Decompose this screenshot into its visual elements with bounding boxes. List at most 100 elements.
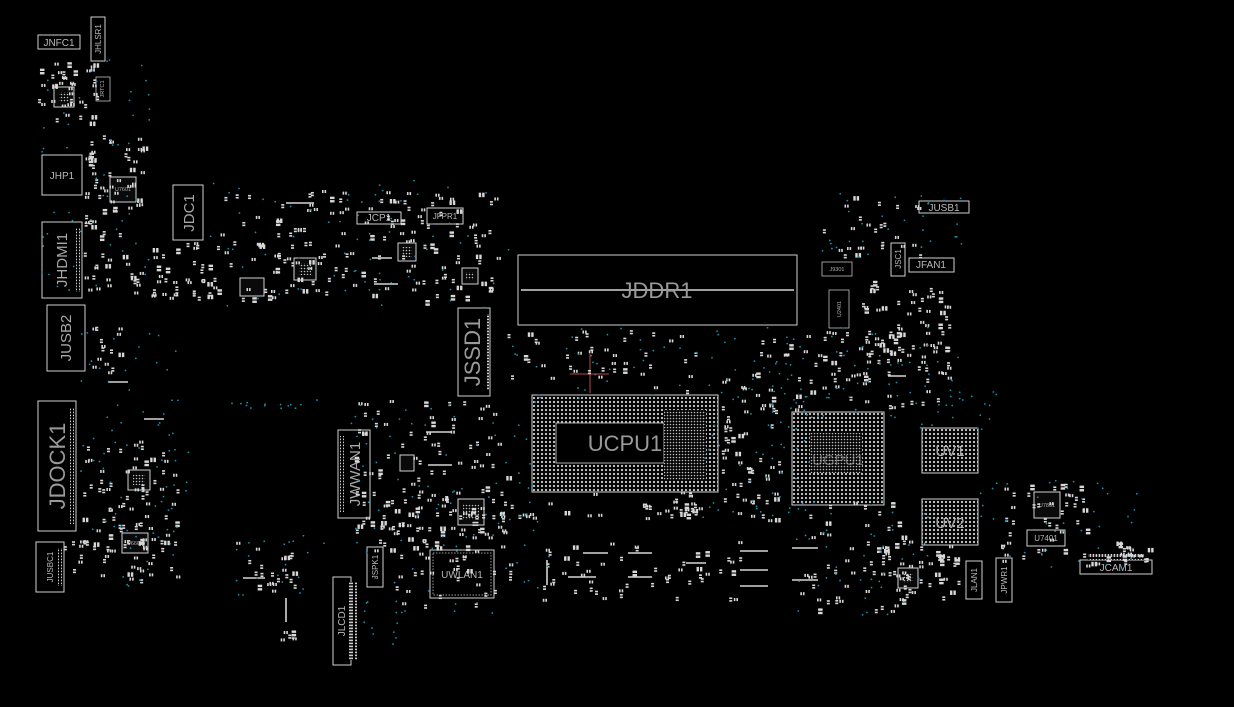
smd-part: [752, 373, 757, 377]
connector-jcp1[interactable]: JCP1: [356, 211, 402, 225]
via-dot: [771, 457, 774, 460]
via-dot: [485, 191, 488, 194]
smd-part: [490, 277, 494, 282]
via-dot: [518, 482, 521, 484]
smd-part: [71, 541, 75, 546]
smd-part: [409, 431, 413, 436]
chip-ec-right[interactable]: [397, 242, 417, 262]
chip-uv2[interactable]: UV2: [921, 498, 979, 546]
connector-jcam1[interactable]: JCAM1: [1079, 554, 1153, 575]
connector-jnfc1[interactable]: JNFC1: [37, 34, 81, 50]
smd-part: [459, 515, 463, 520]
via-dot: [356, 435, 358, 438]
connector-jspk1[interactable]: JSPK1: [366, 546, 384, 588]
connector-jhdmi1[interactable]: JHDMI1: [41, 221, 83, 299]
smd-part: [233, 241, 237, 246]
via-dot: [138, 346, 140, 348]
via-dot: [712, 502, 715, 504]
chip-uwlan1[interactable]: UWLAN1: [429, 549, 495, 599]
via-dot: [476, 602, 479, 604]
smd-part: [527, 358, 531, 364]
smd-part: [868, 330, 872, 335]
smd-part: [542, 598, 547, 602]
via-dot: [92, 459, 95, 462]
chip-wwan-small[interactable]: [399, 454, 415, 472]
chip-small-b[interactable]: [461, 267, 479, 285]
smd-part: [731, 570, 737, 576]
connector-jusbc1[interactable]: JUSBC1: [35, 541, 65, 593]
smd-part: [474, 239, 478, 245]
smd-part: [948, 324, 952, 329]
smd-part: [795, 394, 802, 400]
chip-u7801[interactable]: U7801: [1033, 491, 1061, 519]
connector-jrtc1[interactable]: JRTC1: [95, 76, 111, 102]
connector-jdc1[interactable]: JDC1: [172, 184, 204, 241]
smd-part: [600, 562, 605, 566]
smd-part: [501, 545, 506, 549]
connector-jhp1[interactable]: JHP1: [41, 154, 83, 196]
smd-part: [896, 588, 901, 592]
chip-u7601[interactable]: U7601: [109, 176, 137, 203]
via-dot: [651, 394, 654, 397]
connector-jfpr1[interactable]: JFPR1: [426, 207, 464, 225]
chip-u6601[interactable]: U6601: [121, 532, 149, 554]
connector-jssd1[interactable]: JSSD1: [457, 307, 491, 397]
connector-jlan1[interactable]: JLAN1: [965, 560, 983, 600]
via-dot: [343, 252, 346, 255]
via-dot: [750, 412, 752, 415]
chip-uv1[interactable]: UV1: [921, 427, 979, 474]
connector-jpwr1[interactable]: JPWR1: [995, 557, 1013, 603]
chip-ugpu1[interactable]: UGPU1: [791, 411, 885, 506]
connector-jfan1[interactable]: JFAN1: [908, 257, 955, 273]
chip-u2401[interactable]: U2401: [828, 289, 850, 329]
chip-dock-controller[interactable]: [127, 469, 151, 491]
chip-nfc-controller[interactable]: [53, 86, 75, 108]
smd-part: [880, 605, 884, 611]
smd-part: [378, 469, 383, 476]
smd-part: [680, 512, 687, 517]
via-dot: [970, 395, 973, 398]
chip-wwan-bridge[interactable]: [457, 498, 485, 526]
connector-jdock1[interactable]: JDOCK1: [37, 400, 77, 532]
smd-part: [503, 531, 508, 535]
smd-part: [503, 501, 507, 506]
smd-part: [867, 378, 871, 383]
via-dot: [1135, 492, 1138, 495]
smd-part: [489, 201, 493, 206]
jcam1-label: JCAM1: [1100, 563, 1133, 574]
smd-part: [441, 504, 446, 508]
connector-jddr1[interactable]: JDDR1: [517, 254, 798, 326]
smd-part: [142, 146, 149, 151]
chip-j9301[interactable]: J9301: [821, 261, 853, 277]
smd-part: [418, 460, 422, 465]
connector-jsc1[interactable]: JSC1: [890, 242, 906, 277]
smd-part: [947, 362, 951, 367]
via-dot: [357, 479, 360, 482]
smd-part: [775, 409, 779, 415]
smd-part: [887, 371, 891, 376]
smd-part: [881, 306, 888, 311]
chip-ucpu1[interactable]: UCPU1: [531, 394, 719, 493]
smd-part: [881, 572, 886, 576]
connector-jusb2[interactable]: JUSB2: [46, 304, 86, 372]
chip-small-a[interactable]: [239, 277, 265, 297]
via-dot: [1081, 497, 1084, 500]
via-dot: [254, 231, 257, 234]
via-dot: [174, 448, 176, 451]
via-dot: [901, 558, 904, 560]
connector-jwwan1[interactable]: JWWAN1: [337, 429, 371, 519]
via-dot: [825, 529, 828, 532]
connector-jlsr1[interactable]: JHLSR1: [90, 16, 106, 62]
smd-part: [829, 504, 833, 509]
jusbc1-label: JUSBC1: [46, 551, 55, 582]
via-dot: [146, 568, 149, 571]
smd-part: [122, 502, 126, 508]
via-dot: [1105, 563, 1108, 566]
connector-jusb1[interactable]: JUSB1: [918, 200, 970, 214]
connector-jlcd1[interactable]: JLCD1: [332, 576, 357, 666]
smd-part: [869, 561, 873, 566]
chip-u7401[interactable]: U7401: [1026, 529, 1066, 547]
smd-part: [61, 76, 67, 80]
smd-part: [164, 459, 169, 463]
